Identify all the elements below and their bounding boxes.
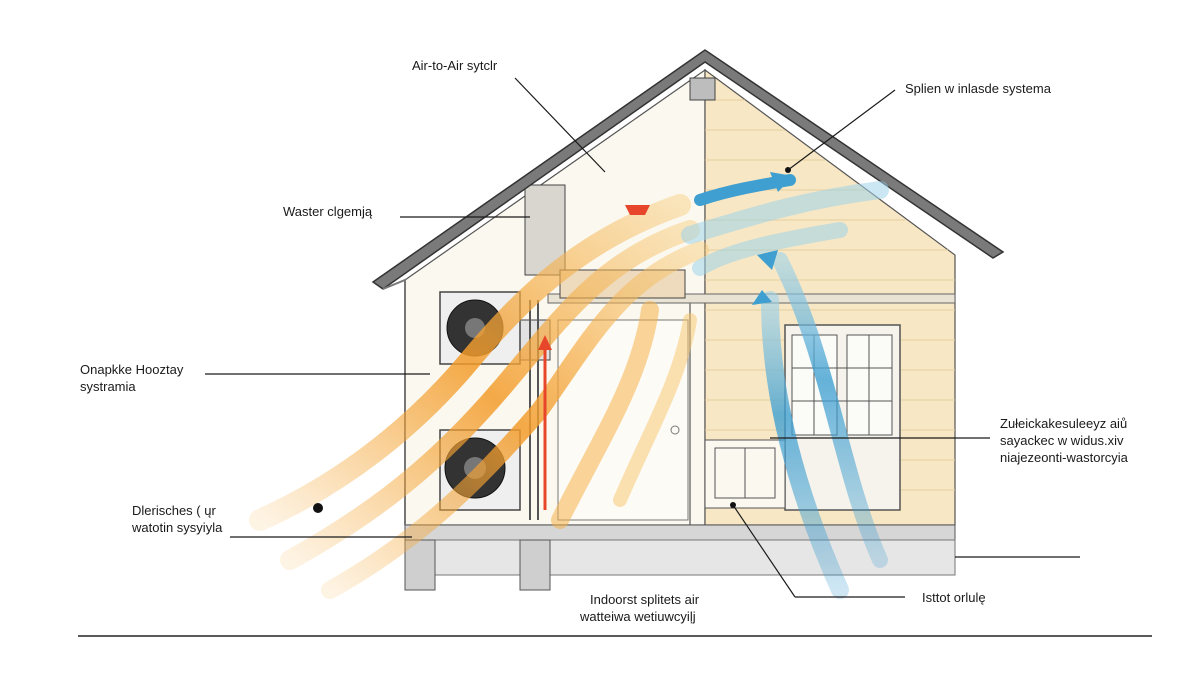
label-indoor-line2: watteiwa wetiuwcyiļj xyxy=(579,609,696,624)
marker-dot xyxy=(785,167,791,173)
arrow-head xyxy=(538,335,552,350)
label-heat-line1: Zułeickakesuleeyz aiů xyxy=(1000,416,1127,431)
label-heat-line3: niajezeonti-wastorcyia xyxy=(1000,450,1129,465)
gutter xyxy=(382,278,406,525)
arrow-head xyxy=(757,250,778,270)
cool-airflow xyxy=(681,174,889,599)
label-exhaust-line1: Dlerisches ( ųr xyxy=(132,503,216,518)
leader-lines xyxy=(205,77,1080,598)
hot-accent-arrow xyxy=(625,205,650,215)
ceiling-beam xyxy=(547,293,956,304)
door-knob xyxy=(670,425,680,435)
label-water-element: Waster clgemją xyxy=(283,204,373,219)
label-heat-line2: sayackec w widus.xiv xyxy=(1000,433,1124,448)
label-split-system: Splien w inlasde systema xyxy=(905,81,1052,96)
label-indoor-line1: Indoorst splitets air xyxy=(590,592,700,607)
label-air-to-air: Air-to-Air sytclr xyxy=(412,58,498,73)
marker-dot xyxy=(730,502,736,508)
label-outdoor-line2: systramia xyxy=(80,379,136,394)
warm-airflow xyxy=(249,194,709,599)
cabinet xyxy=(704,439,786,509)
arrow-head xyxy=(770,172,793,192)
arrow-head xyxy=(752,290,772,305)
label-insulation: Isttot orlulę xyxy=(922,590,986,605)
marker-dot xyxy=(313,503,323,513)
label-outdoor-line1: Onapkke Hooztay xyxy=(80,362,184,377)
chimney-cap xyxy=(689,77,716,101)
label-exhaust-line2: watotin sysyiyla xyxy=(131,520,223,535)
siding-lines xyxy=(705,99,955,491)
